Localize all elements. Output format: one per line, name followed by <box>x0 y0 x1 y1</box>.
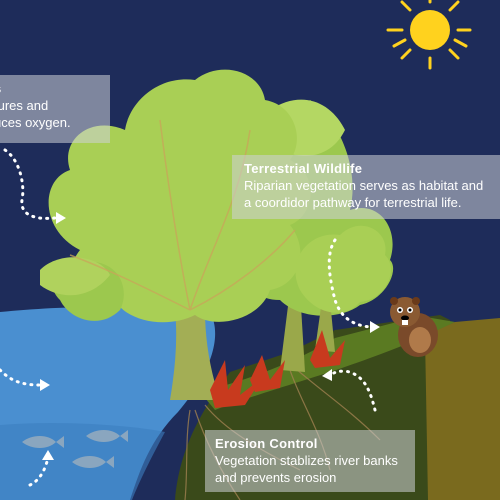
bank-cross-section <box>425 318 500 500</box>
fish-icon <box>22 430 128 468</box>
shrubs <box>210 330 345 408</box>
callout-wildlife-line1: Riparian vegetation serves as habitat an… <box>244 178 484 193</box>
callout-erosion: Erosion Control Vegetation stablizes riv… <box>205 430 415 492</box>
callout-wildlife-title: Terrestrial Wildlife <box>244 161 363 176</box>
callout-oxygen-line2: uces oxygen. <box>0 115 71 130</box>
callout-oxygen: s tures and uces oxygen. <box>0 75 110 143</box>
callout-oxygen-title: s <box>0 81 110 97</box>
callout-wildlife-line2: a coordidor pathway for terrestrial life… <box>244 195 462 210</box>
callout-wildlife: Terrestrial Wildlife Riparian vegetation… <box>232 155 500 219</box>
tree-icon <box>40 69 311 400</box>
beaver-icon <box>390 297 438 357</box>
callout-erosion-line2: and prevents erosion <box>215 470 337 485</box>
callout-oxygen-line1: tures and <box>0 98 49 113</box>
arrow-icon <box>40 212 380 460</box>
sun-icon <box>386 0 472 70</box>
arrow-icon <box>0 148 377 487</box>
callout-erosion-title: Erosion Control <box>215 436 318 451</box>
callout-erosion-line1: Vegetation stablizes river banks <box>215 453 398 468</box>
